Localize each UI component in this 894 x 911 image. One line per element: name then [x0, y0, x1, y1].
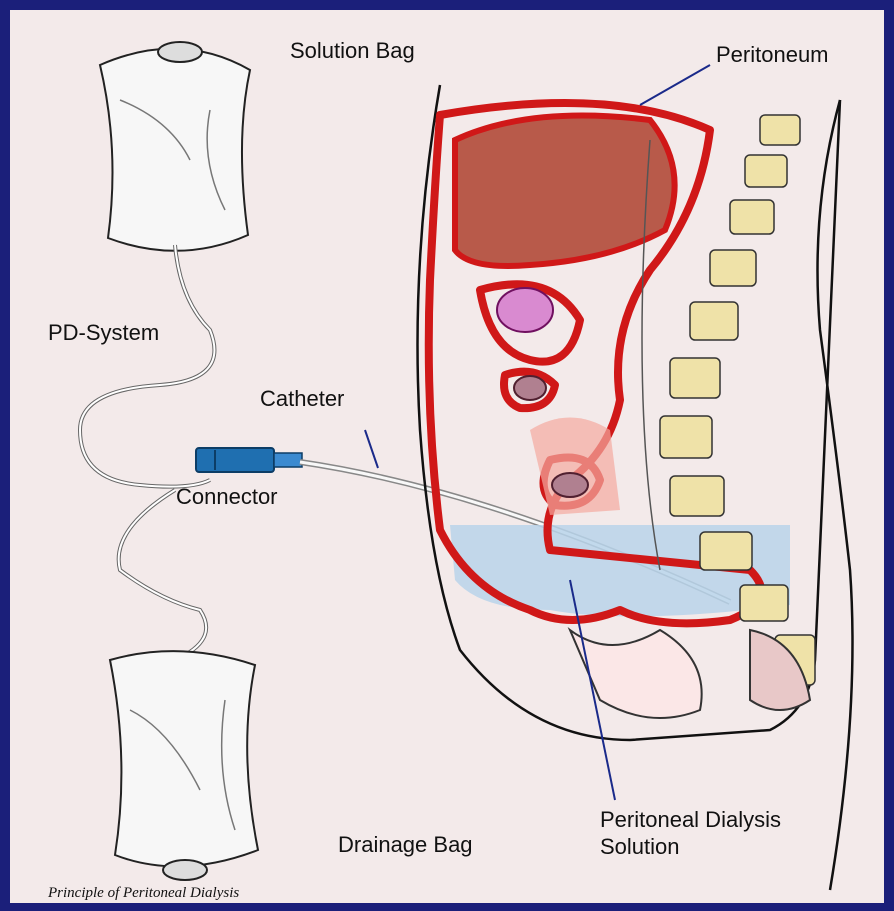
diagram-frame: Solution Bag Peritoneum PD-System Cathet…: [10, 10, 884, 903]
label-solution-bag: Solution Bag: [290, 38, 415, 64]
label-catheter: Catheter: [260, 386, 344, 412]
peritoneal-dialysis-illustration: [10, 10, 884, 903]
drainage-bag: [110, 651, 258, 880]
label-pd-system: PD-System: [48, 320, 159, 346]
connector: [196, 448, 302, 472]
label-drainage-bag: Drainage Bag: [338, 832, 473, 858]
pd-system-tubing: [80, 245, 214, 660]
peritoneum-leader: [640, 65, 710, 105]
label-peritoneum: Peritoneum: [716, 42, 829, 68]
label-pd-solution-line1: Peritoneal Dialysis: [600, 806, 781, 833]
label-pd-solution-line2: Solution: [600, 833, 781, 860]
label-pd-solution: Peritoneal Dialysis Solution: [600, 806, 781, 860]
label-connector: Connector: [176, 484, 278, 510]
liver: [455, 116, 675, 267]
catheter-leader: [365, 430, 378, 468]
figure-caption: Principle of Peritoneal Dialysis: [48, 885, 239, 902]
solution-bag: [100, 42, 250, 251]
